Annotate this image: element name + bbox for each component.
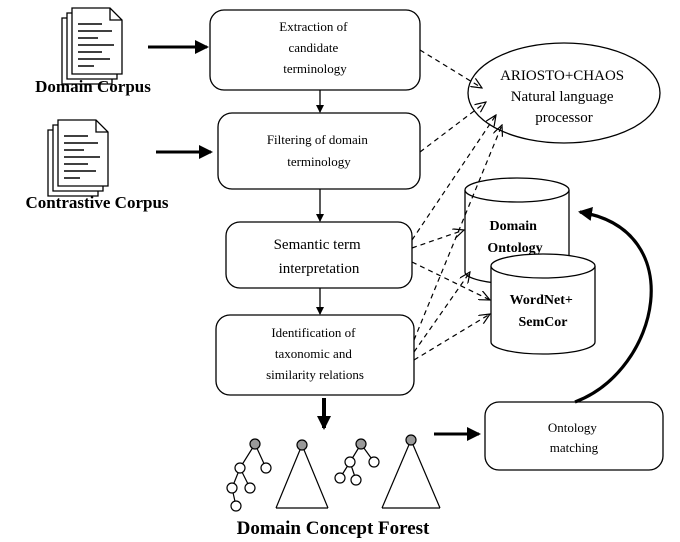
dashed-arrows [411, 49, 502, 361]
nlp-processor-ellipse: ARIOSTO+CHAOS Natural language processor [467, 42, 661, 144]
dashed-semantic-to-wordnet [411, 261, 490, 300]
forest-label: Domain Concept Forest [237, 518, 430, 539]
wordnet-db: WordNet+ SemCor [490, 253, 596, 355]
extraction-step-box: Extraction of candidate terminology [209, 9, 421, 91]
processor-line-1: ARIOSTO+CHAOS [500, 68, 624, 84]
svg-text:Domain Ontology: Domain Ontology [487, 219, 542, 256]
semantic-line-1: Semantic term [274, 237, 361, 253]
filtering-line-1: Filtering of domain [267, 132, 369, 147]
contrastive-corpus-icon [47, 119, 109, 197]
triangle-tree-1 [275, 439, 329, 509]
identification-step-box: Identification of taxonomic and similari… [215, 314, 415, 396]
small-tree-1 [226, 438, 272, 512]
semantic-line-2: interpretation [279, 261, 360, 277]
processor-line-3: processor [535, 110, 592, 126]
identification-line-2: taxonomic and [275, 346, 352, 361]
dashed-semantic-to-ontology [411, 230, 464, 249]
concept-forest [226, 434, 441, 512]
filtering-line-2: terminology [287, 154, 351, 169]
identification-line-3: similarity relations [266, 367, 364, 382]
small-tree-2 [334, 438, 380, 486]
svg-text:Filtering of domain term: Filtering of domain terminology [267, 132, 371, 169]
extraction-line-1: Extraction of [279, 19, 348, 34]
wordnet-line-2: SemCor [519, 315, 568, 330]
dashed-extraction-to-processor [419, 49, 482, 88]
contrastive-corpus-label: Contrastive Corpus [25, 193, 168, 212]
svg-text:WordNet+ SemCor: WordNet+ SemCor [510, 293, 577, 330]
identification-line-1: Identification of [271, 325, 356, 340]
domain-corpus-label: Domain Corpus [35, 77, 151, 96]
svg-text:ARIOSTO+CHAOS Natural la: ARIOSTO+CHAOS Natural language processor [500, 68, 628, 126]
filtering-step-box: Filtering of domain terminology [217, 112, 421, 190]
extraction-line-2: candidate [288, 40, 338, 55]
semantic-step-box: Semantic term interpretation [225, 221, 413, 289]
wordnet-line-1: WordNet+ [510, 293, 573, 308]
domain-ontology-line-1: Domain [490, 219, 538, 234]
processor-line-2: Natural language [511, 89, 614, 105]
ontology-matching-box: Ontology matching [484, 401, 664, 471]
domain-ontology-line-2: Ontology [487, 241, 542, 256]
dashed-identification-to-wordnet [413, 314, 490, 361]
domain-corpus-icon [61, 7, 123, 85]
svg-text:Ontology matching: Ontology matching [548, 420, 600, 455]
svg-text:Identification of taxono: Identification of taxonomic and similari… [266, 325, 364, 382]
dashed-filtering-to-processor [419, 102, 486, 153]
svg-text:Extraction of candidate: Extraction of candidate terminology [279, 19, 350, 76]
dashed-semantic-to-processor [411, 115, 496, 241]
triangle-tree-2 [381, 434, 441, 509]
dashed-identification-to-ontology [413, 272, 470, 353]
matching-to-ontology-curve [574, 207, 653, 404]
matching-line-1: Ontology [548, 420, 598, 435]
svg-text:Semantic term interpreta: Semantic term interpretation [274, 237, 365, 277]
matching-line-2: matching [550, 440, 599, 455]
dashed-identification-to-processor [413, 125, 502, 341]
extraction-line-3: terminology [283, 61, 347, 76]
